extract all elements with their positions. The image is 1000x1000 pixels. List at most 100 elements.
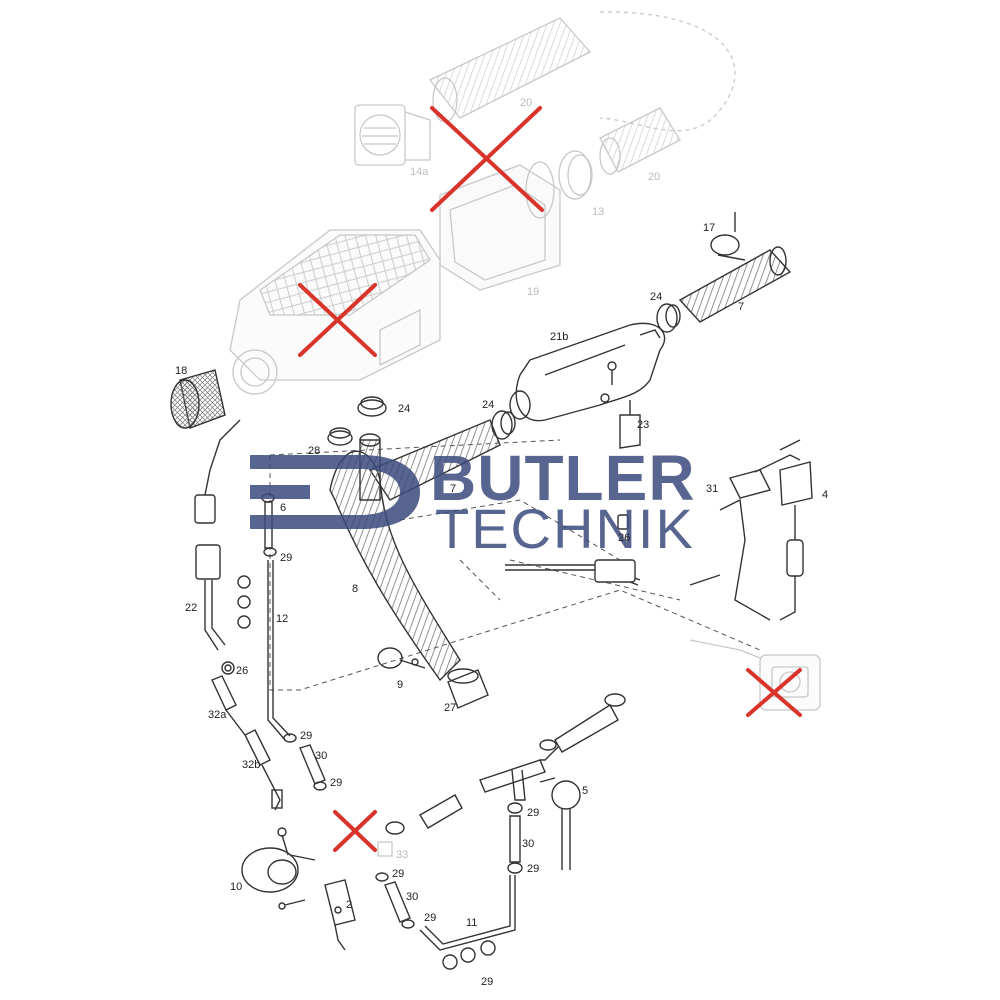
label-28: 28 [308,445,320,457]
label-29-h: 29 [481,976,493,988]
faint-ducting-20-upper [428,17,592,123]
cross-hot-air-ducting [430,106,544,212]
part-10-screw [278,899,306,910]
label-29-d: 29 [527,807,539,819]
label-12: 12 [276,613,288,625]
part-26-grommet-lower [221,661,235,675]
label-26-lower: 26 [236,665,248,677]
part-31-relay [719,439,801,621]
part-22-harness [195,544,226,651]
faint-control-panel [759,654,821,711]
label-20-upper: 20 [520,97,532,109]
part-12-clips [237,575,251,629]
part-11-fuel-line [419,875,516,951]
part-29-clip-a [263,547,277,557]
label-29-g: 29 [424,912,436,924]
assembly-reference-lines [269,439,761,691]
label-29-a: 29 [280,552,292,564]
part-24-clamp-lower [357,396,387,417]
part-30-hose-c [384,881,411,923]
part-24-clamp-upper [656,303,681,333]
label-30-c: 30 [406,891,418,903]
part-9-pipe-clamp [377,647,426,669]
label-21b: 21b [550,331,568,343]
label-30-a: 30 [315,750,327,762]
part-5-fuel-standpipe [539,777,581,870]
label-11: 11 [466,917,477,929]
label-24-upper: 24 [650,291,662,303]
logo-text-line1: BUTLER [430,442,696,514]
part-18-air-filter [170,369,226,429]
faint-clamp-13 [558,150,593,200]
fuel-t-piece [479,693,626,801]
label-23: 23 [637,419,649,431]
label-33: 33 [396,849,408,861]
faint-ducting-20-lower [599,107,681,175]
part-29-clip-e [507,862,523,874]
faint-housing-19 [439,161,561,291]
label-14a: 14a [410,166,429,178]
part-29-clip-d [507,802,523,814]
label-10: 10 [230,881,242,893]
part-29-clip-c [313,781,327,791]
label-18: 18 [175,365,187,377]
label-29-f: 29 [392,868,404,880]
label-27: 27 [444,702,456,714]
part-26-grommet-upper [617,514,629,530]
label-32a: 32a [208,709,227,721]
label-7-upper: 7 [738,301,744,313]
label-17: 17 [703,222,715,234]
main-wiring-harness [194,419,241,524]
label-13: 13 [592,206,604,218]
label-29-b: 29 [300,730,312,742]
label-32b: 32b [242,759,260,771]
part-8-combustion-air-pipe [329,433,461,682]
faint-item-33 [377,841,393,857]
fuel-pump-cable [505,559,721,586]
label-29-c: 29 [330,777,342,789]
cross-heater-unit [298,283,377,357]
part-17-bracket [710,212,746,261]
label-2: 2 [346,899,352,911]
label-24-lower: 24 [398,403,410,415]
faint-heater-unit [229,229,441,395]
faint-outlet-14a [354,104,431,166]
label-4: 4 [822,489,828,501]
label-31: 31 [706,483,718,495]
part-32b-fuse-holder [244,729,283,811]
label-6: 6 [280,502,286,514]
label-5: 5 [582,785,588,797]
part-7-exhaust-pipe-upper [678,246,792,323]
label-30-b: 30 [522,838,534,850]
part-2-bracket [324,879,356,951]
part-number-labels: 20 20 14a 13 19 17 24 7 21b 18 24 24 23 … [175,97,828,988]
part-30-hose-a [299,744,326,785]
part-12-fuel-line [267,560,291,741]
cross-fuel-pump [333,810,377,852]
part-29-clip-f [375,872,389,882]
removed-hot-air-assembly [229,11,821,857]
part-29-clips-bottom [442,940,496,970]
removed-part-markers [298,106,802,852]
cross-control-panel [746,668,802,717]
label-7-lower: 7 [450,483,456,495]
part-27-end-cap [447,668,489,709]
part-28-clamp [327,427,353,446]
part-32a-fuse-holder [211,675,246,736]
part-10-mounting-clamp [241,827,316,893]
part-29-clip-b [283,733,297,743]
part-21b-silencer [509,322,666,422]
part-30-hose-b [509,815,521,863]
logo-emblem [250,455,420,529]
label-24-mid: 24 [482,399,494,411]
fuel-hose-left [385,794,463,835]
part-23-bracket [600,393,641,449]
label-19: 19 [527,286,539,298]
butler-technik-logo: BUTLER TECHNIK [250,442,696,560]
label-20-lower: 20 [648,171,660,183]
part-4-fuel-pump-connector [779,461,813,621]
logo-text-line2: TECHNIK [435,497,695,560]
label-9: 9 [397,679,403,691]
label-8: 8 [352,583,358,595]
